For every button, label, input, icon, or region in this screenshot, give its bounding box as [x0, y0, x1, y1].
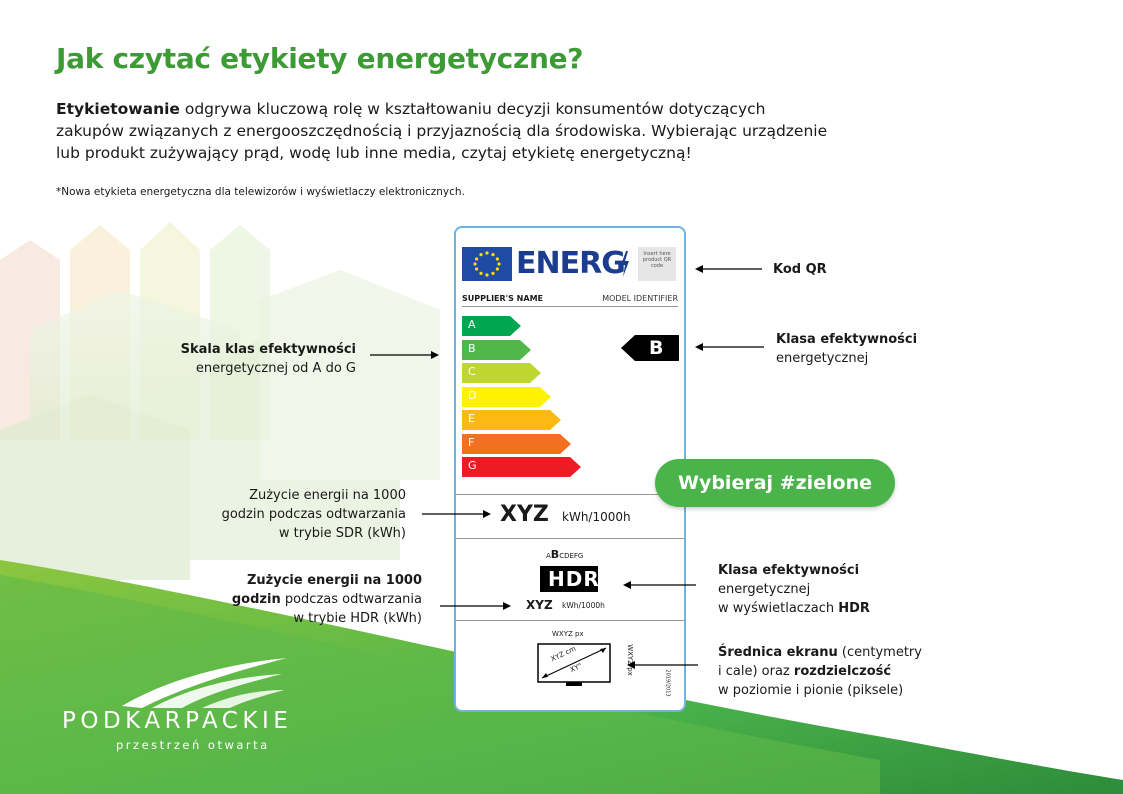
- arrow-scale-icon: [370, 351, 439, 359]
- class-letter: A: [468, 318, 476, 331]
- regulation-number: 2019/2013: [664, 669, 671, 697]
- annotation-screen-line1: (centymetry: [837, 645, 922, 660]
- annotation-screen-line3: w poziomie i pionie (piksele): [718, 683, 904, 698]
- class-letter: G: [468, 459, 477, 472]
- class-letter: F: [468, 435, 475, 449]
- qr-placeholder: Insert here product QR code: [638, 247, 676, 281]
- class-bar-e: E: [462, 410, 562, 430]
- annotation-hdr-class-bold: Klasa efektywności: [718, 563, 860, 578]
- intro-bold: Etykietowanie: [56, 100, 180, 118]
- supplier-name: SUPPLIER'S NAME: [462, 294, 543, 303]
- screen-width: WXYZ px: [552, 630, 584, 638]
- sdr-divider: [456, 538, 684, 539]
- selected-class-marker: B: [621, 335, 679, 361]
- sdr-consumption: XYZ kWh/1000h: [500, 502, 680, 532]
- annotation-hdr-line3: w trybie HDR (kWh): [293, 611, 422, 626]
- energy-logo: ENERG: [516, 246, 629, 281]
- logo-tagline: przestrzeń otwarta: [116, 738, 270, 752]
- annotation-screen-line2-bold: rozdzielczość: [793, 664, 892, 679]
- sdr-unit: kWh/1000h: [562, 510, 631, 524]
- annotation-scale-rest: energetycznej od A do G: [195, 361, 356, 376]
- annotation-sdr-line2: godzin podczas odtwarzania: [221, 507, 406, 522]
- hdr-logo: HDR: [540, 566, 600, 592]
- class-letter: E: [468, 412, 475, 425]
- annotation-scale-bold: Skala klas efektywności: [180, 342, 356, 357]
- annotation-hdr-line2-rest: podczas odtwarzania: [280, 592, 422, 607]
- hdr-value: XYZ: [526, 598, 553, 612]
- intro-line3: lub produkt zużywający prąd, wodę lub in…: [56, 144, 692, 162]
- cta-badge: Wybieraj #zielone: [655, 459, 895, 507]
- annotation-class: Klasa efektywności energetycznej: [776, 330, 917, 368]
- annotation-hdr-class-line2: energetycznej: [718, 582, 811, 597]
- arrow-sdr-icon: [422, 510, 491, 518]
- class-letter: C: [468, 365, 476, 378]
- energy-word: ENERG: [516, 246, 626, 281]
- annotation-sdr-line1: Zużycie energii na 1000: [249, 488, 406, 503]
- annotation-hdr-line1: Zużycie energii na 1000: [246, 573, 422, 588]
- hdr-scale: ABCDEFG: [546, 548, 583, 561]
- intro-line1: odgrywa kluczową rolę w kształtowaniu de…: [179, 100, 766, 118]
- arrow-qr-icon: [695, 265, 762, 273]
- model-identifier: MODEL IDENTIFIER: [602, 294, 678, 303]
- logo-name: PODKARPACKIE: [62, 708, 293, 734]
- scale-divider: [456, 494, 684, 495]
- arrow-screen-icon: [627, 661, 698, 669]
- header-divider: [462, 306, 678, 307]
- annotation-qr: Kod QR: [773, 262, 827, 277]
- hdr-unit: kWh/1000h: [562, 601, 605, 610]
- arrow-hdr-icon: [440, 602, 511, 610]
- class-letter: B: [468, 341, 476, 355]
- eu-flag-icon: [462, 247, 512, 281]
- podkarpackie-logo: PODKARPACKIE przestrzeń otwarta: [62, 652, 322, 762]
- class-bar-d: D: [462, 386, 552, 407]
- sdr-value: XYZ: [500, 502, 549, 527]
- lightning-icon: [621, 251, 629, 277]
- annotation-scale: Skala klas efektywności energetycznej od…: [150, 340, 356, 378]
- class-bar-b: B: [462, 339, 532, 360]
- annotation-hdr-class: Klasa efektywności energetycznej w wyświ…: [718, 561, 870, 618]
- annotation-hdr: Zużycie energii na 1000 godzin podczas o…: [196, 571, 422, 628]
- annotation-screen: Średnica ekranu (centymetry i cale) oraz…: [718, 643, 922, 700]
- class-letter: D: [468, 388, 477, 402]
- annotation-class-rest: energetycznej: [776, 351, 869, 366]
- hdr-consumption: XYZ kWh/1000h: [526, 598, 666, 614]
- class-bar-f: F: [462, 433, 572, 454]
- annotation-sdr-line3: w trybie SDR (kWh): [278, 526, 406, 541]
- arrow-class-icon: [695, 343, 764, 351]
- arrow-hdr-class-icon: [623, 581, 696, 589]
- intro-paragraph: Etykietowanie odgrywa kluczową rolę w ks…: [56, 98, 856, 164]
- annotation-screen-line2: i cale) oraz: [718, 664, 794, 679]
- qr-text: Insert here product QR code: [642, 251, 672, 269]
- annotation-class-bold: Klasa efektywności: [776, 332, 918, 347]
- class-bar-g: G: [462, 457, 582, 477]
- annotation-hdr-class-line3-bold: HDR: [838, 601, 870, 616]
- hdr-logo-text: HDR: [548, 567, 600, 591]
- class-bar-c: C: [462, 363, 542, 383]
- annotation-sdr: Zużycie energii na 1000 godzin podczas o…: [180, 486, 406, 543]
- logo-swoosh-icon: [122, 658, 287, 708]
- selected-class-letter: B: [649, 337, 664, 359]
- annotation-hdr-line2-bold: godzin: [231, 592, 281, 607]
- intro-line2: zakupów związanych z energooszczędnością…: [56, 122, 828, 140]
- annotation-hdr-class-line3: w wyświetlaczach: [718, 601, 839, 616]
- footnote: *Nowa etykieta energetyczna dla telewizo…: [56, 186, 465, 198]
- hdr-divider: [456, 620, 684, 621]
- page-title: Jak czytać etykiety energetyczne?: [56, 42, 584, 75]
- hdr-scale-b: B: [550, 548, 560, 561]
- screen-icon: XYZ cm XY": [536, 642, 616, 690]
- annotation-screen-bold: Średnica ekranu: [718, 645, 838, 660]
- energy-label: ENERG Insert here product QR code SUPPLI…: [454, 226, 686, 712]
- hdr-scale-rest: CDEFG: [559, 552, 584, 560]
- hdr-scale-a: A: [546, 552, 551, 560]
- class-bar-a: A: [462, 316, 522, 336]
